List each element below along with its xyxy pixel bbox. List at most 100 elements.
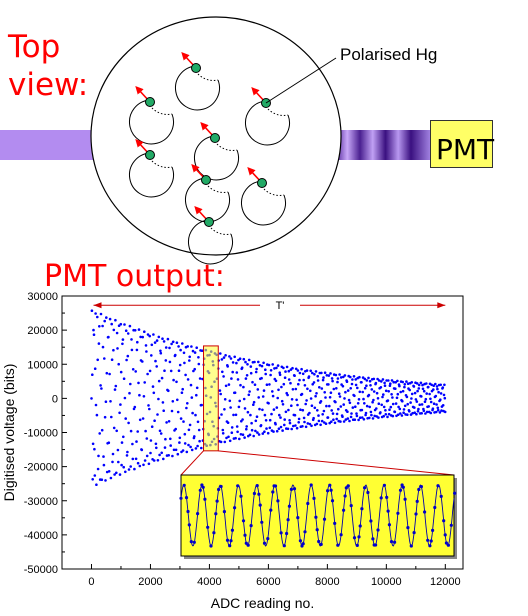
data-point	[122, 465, 125, 469]
data-point	[283, 376, 287, 380]
data-point	[222, 356, 226, 359]
data-point	[129, 465, 132, 468]
data-point	[162, 457, 165, 461]
data-point	[245, 425, 248, 428]
data-point	[124, 417, 127, 420]
data-point	[325, 374, 329, 377]
data-point	[376, 397, 380, 400]
data-point	[102, 463, 106, 467]
data-point	[349, 387, 353, 390]
data-point	[260, 376, 263, 380]
data-point	[247, 358, 251, 362]
data-point	[273, 367, 276, 370]
data-point	[301, 408, 305, 412]
data-point	[149, 439, 153, 442]
data-point	[390, 379, 394, 382]
inset-point	[252, 491, 256, 496]
data-point	[384, 409, 387, 412]
inset-point	[401, 485, 405, 489]
data-point	[329, 391, 333, 395]
data-point	[119, 403, 122, 406]
atom-orbit-dotted	[151, 107, 173, 115]
data-point	[109, 476, 113, 480]
inset-point	[244, 541, 248, 545]
data-point	[246, 410, 250, 414]
data-point	[425, 392, 429, 395]
data-point	[123, 323, 126, 326]
data-point	[399, 390, 403, 394]
data-point	[238, 437, 241, 441]
data-point	[113, 388, 117, 391]
data-point	[265, 383, 269, 387]
data-point	[324, 422, 328, 426]
data-point	[99, 312, 103, 316]
inset-point	[369, 519, 373, 523]
data-point	[197, 356, 200, 359]
data-point	[255, 415, 259, 419]
data-point	[367, 376, 370, 380]
data-point	[347, 398, 351, 402]
data-point	[146, 372, 149, 376]
data-point	[176, 398, 179, 402]
data-point	[303, 420, 306, 424]
data-point	[361, 416, 364, 419]
data-point	[128, 391, 131, 395]
data-point	[171, 454, 174, 458]
inset-point	[363, 486, 367, 490]
data-point	[133, 405, 137, 409]
data-point	[368, 416, 371, 420]
inset-point	[212, 531, 216, 535]
data-point	[103, 415, 107, 419]
data-point	[394, 402, 398, 405]
data-point	[297, 382, 300, 386]
atom-orbit-solid	[129, 152, 174, 198]
data-point	[270, 412, 273, 416]
data-point	[323, 391, 327, 394]
data-point	[96, 467, 100, 471]
data-point	[336, 380, 339, 384]
inset-point	[349, 504, 353, 508]
data-point	[386, 415, 389, 419]
data-point	[391, 414, 395, 418]
data-point	[184, 373, 187, 377]
data-point	[155, 339, 159, 342]
data-point	[167, 420, 171, 423]
data-point	[353, 418, 357, 422]
data-point	[268, 426, 272, 430]
data-point	[369, 384, 372, 387]
atom	[185, 164, 230, 223]
data-point	[297, 417, 301, 421]
data-point	[432, 384, 436, 388]
data-point	[437, 390, 440, 394]
inset-point	[386, 509, 390, 513]
top-view-title-line2: view:	[8, 67, 89, 103]
data-point	[316, 374, 320, 378]
period-arrow-right	[437, 302, 446, 309]
data-point	[163, 446, 167, 449]
data-point	[98, 325, 101, 328]
data-point	[442, 393, 446, 397]
inset-point	[389, 540, 394, 544]
inset-point	[179, 496, 183, 500]
data-point	[341, 384, 345, 388]
data-point	[379, 386, 383, 389]
data-point	[309, 389, 312, 393]
data-point	[200, 446, 203, 450]
data-point	[264, 372, 268, 376]
data-point	[281, 403, 285, 406]
data-point	[181, 387, 184, 391]
data-point	[406, 402, 410, 406]
inset-point	[292, 487, 297, 491]
data-point	[159, 432, 163, 435]
data-point	[290, 398, 294, 401]
inset-point	[298, 539, 302, 543]
data-point	[159, 349, 162, 353]
data-point	[151, 385, 155, 388]
inset-point	[426, 538, 430, 542]
data-point	[237, 405, 241, 409]
data-point	[118, 473, 122, 476]
data-point	[235, 425, 239, 428]
data-point	[195, 393, 198, 397]
data-point	[434, 410, 438, 414]
data-point	[148, 369, 152, 373]
